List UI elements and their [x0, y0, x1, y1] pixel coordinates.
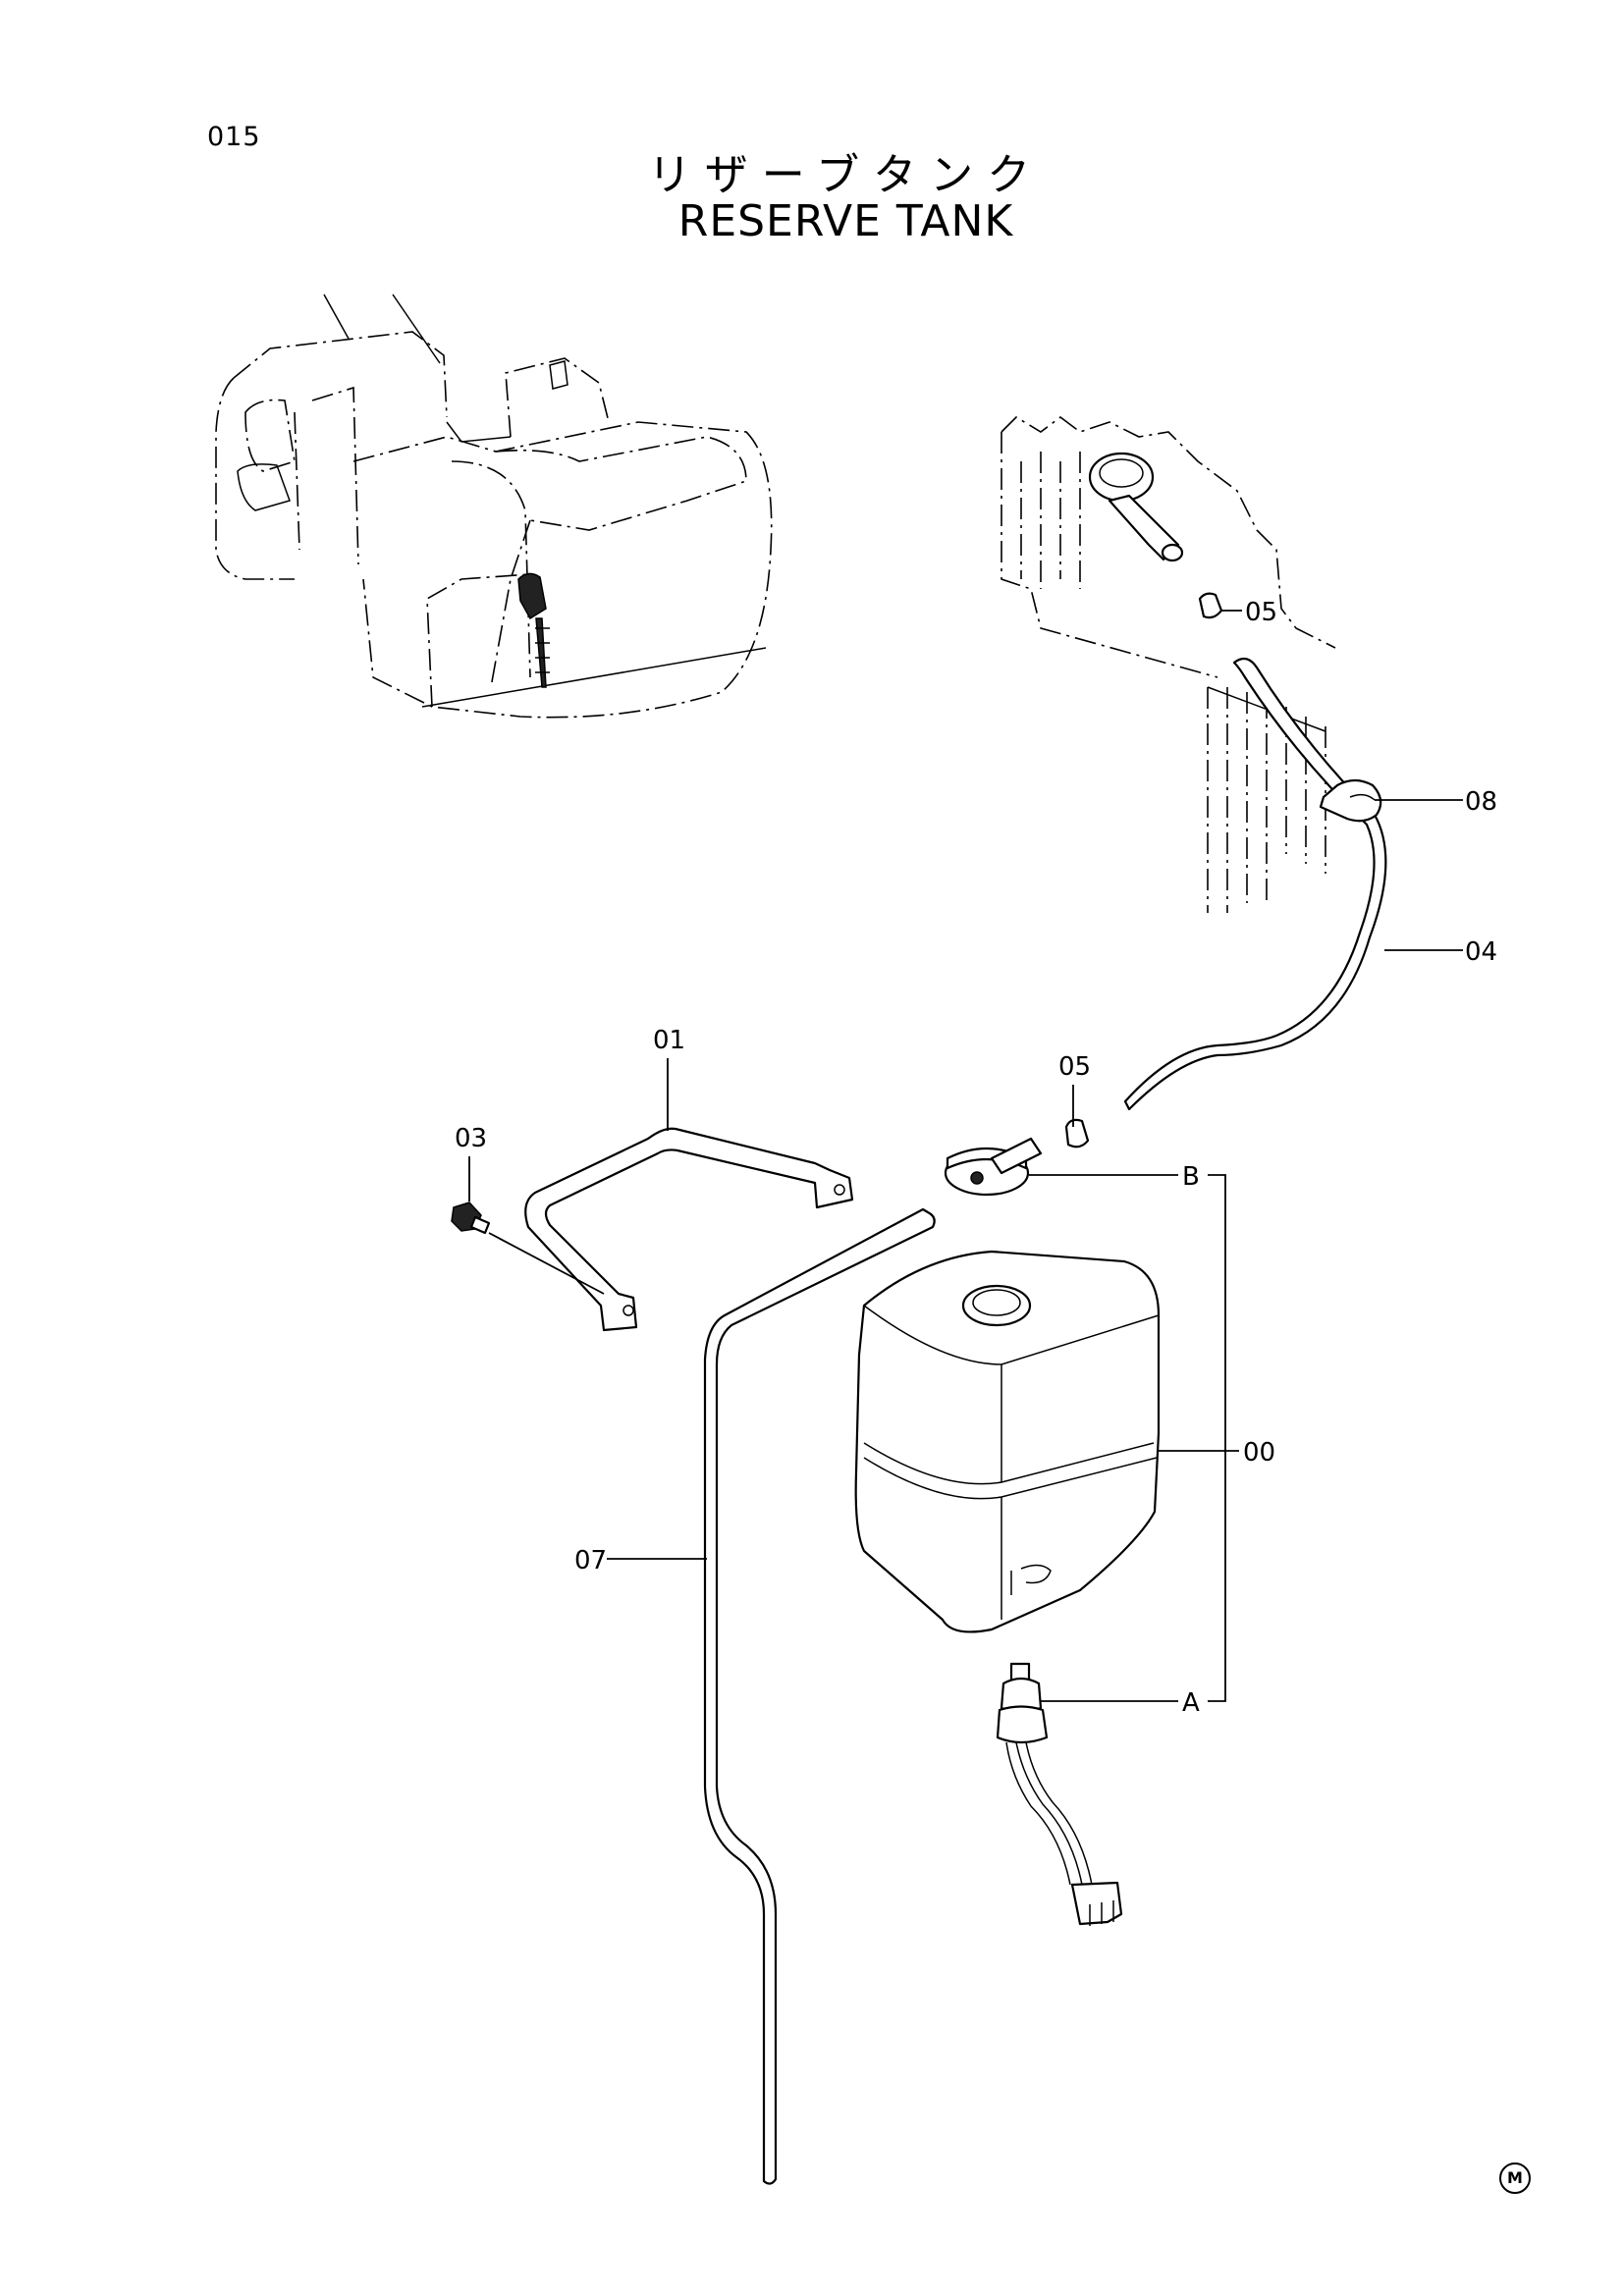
callout-01: 01 — [653, 1026, 685, 1055]
bracket-01 — [524, 1127, 854, 1332]
hose-07 — [703, 1207, 936, 2185]
hose-clamp-05 — [1064, 1118, 1090, 1148]
callout-B: B — [1182, 1162, 1200, 1192]
hose-04 — [1123, 657, 1387, 1111]
excavator-overview — [215, 294, 773, 719]
reserve-tank-00 — [854, 1250, 1161, 1633]
callout-07: 07 — [574, 1546, 607, 1575]
callout-A: A — [1182, 1688, 1200, 1718]
title-english: RESERVE TANK — [677, 196, 1014, 246]
footer-mark: M — [1499, 2163, 1531, 2194]
level-switch-A — [996, 1662, 1123, 1926]
tank-cap-B — [944, 1137, 1043, 1197]
radiator-area — [1001, 415, 1336, 913]
callout-03: 03 — [455, 1124, 487, 1153]
callout-04: 04 — [1465, 937, 1497, 967]
leader-B — [1029, 1174, 1226, 1702]
hose-clamp-08 — [1319, 778, 1382, 823]
callout-08: 08 — [1465, 787, 1497, 817]
callout-05-top: 05 — [1245, 598, 1277, 627]
title-japanese: リザーブタンク — [647, 150, 1045, 200]
callout-05-mid: 05 — [1058, 1052, 1091, 1082]
callout-00: 00 — [1243, 1438, 1275, 1468]
bolt-03 — [451, 1201, 605, 1295]
page-number: 015 — [207, 122, 261, 152]
